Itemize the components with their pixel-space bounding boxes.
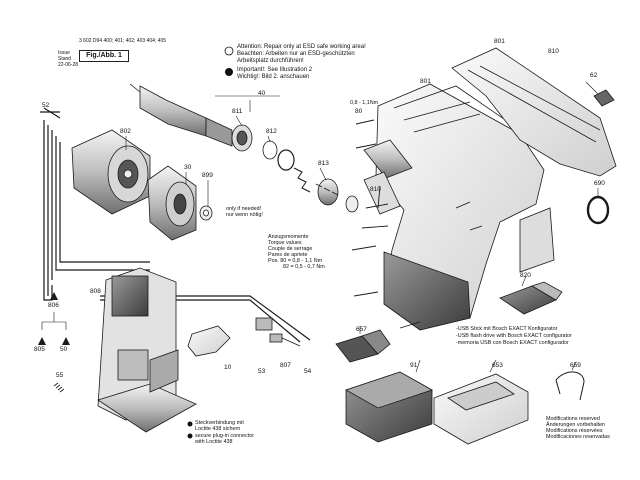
tool-657-drawing	[335, 329, 391, 363]
clip-659-drawing	[555, 371, 585, 401]
washer-899-drawing	[199, 205, 213, 221]
label-10: 10	[224, 364, 232, 371]
controller-board-808-drawing	[97, 267, 197, 433]
label-810-top: 810	[548, 48, 559, 55]
torque-pos80: Pos. 80 = 0,8 - 1,1 Nm	[268, 258, 323, 264]
label-807: 807	[280, 362, 291, 369]
housing-shell-810-drawing	[451, 47, 617, 273]
plug-note-de-1: Steckverbindung mit	[195, 420, 244, 426]
usb-note-es: -memoria USB con Bosch EXACT configurado…	[456, 340, 569, 346]
label-53: 53	[258, 368, 266, 375]
header-date: 22-06-28	[58, 62, 79, 68]
screw-torque-label: 0,8 - 1,1Nm	[350, 100, 379, 106]
plug-note-de-2: Loctite 438 sichern	[195, 426, 241, 432]
label-80: 80	[355, 108, 363, 115]
label-30: 30	[184, 164, 192, 171]
header-stand-label: Stand	[58, 56, 72, 62]
torque-fr: Couple de serrage	[268, 246, 313, 252]
plug-note-en-2: with Loctite 438	[195, 439, 233, 445]
label-801-mid: 801	[420, 78, 431, 85]
label-659: 659	[570, 362, 581, 369]
mod-note-fr: Modifications réservées	[546, 428, 603, 434]
label-50: 50	[60, 346, 68, 353]
figure-label: Fig./Abb. 1	[79, 50, 129, 62]
spring-55-drawing	[53, 382, 65, 393]
warning-important-en: Important!: See Illustration 2	[237, 67, 313, 73]
warning-attention-en: Attention: Repair only at ESD safe worki…	[237, 44, 366, 50]
header-part-numbers: 3 602 D94 400; 401; 402; 403 404; 405	[79, 38, 167, 44]
label-806: 806	[48, 302, 59, 309]
label-811: 811	[232, 108, 243, 115]
label-802: 802	[120, 128, 131, 135]
mod-note-es: Modificaciones reservadas	[546, 434, 610, 440]
mod-note-de: Änderungen vorbehalten	[546, 422, 606, 428]
torque-pos82: 82 = 0,5 - 0,7 Nm	[283, 264, 325, 270]
connector-53-drawing	[255, 317, 301, 347]
label-813: 813	[318, 160, 329, 167]
warning-markers	[187, 46, 234, 439]
label-40: 40	[258, 90, 266, 97]
spindle-assembly-40-drawing	[129, 83, 359, 213]
label-808: 808	[90, 288, 101, 295]
housing-801-drawing	[363, 83, 545, 331]
label-805: 805	[34, 346, 45, 353]
label-801-top: 801	[494, 38, 505, 45]
label-810-mid: 810	[370, 186, 381, 193]
cable-bundle	[40, 107, 311, 343]
label-657: 657	[356, 326, 367, 333]
label-653: 653	[492, 362, 503, 369]
part-10-drawing	[187, 325, 231, 357]
gear-30-drawing	[147, 165, 197, 241]
label-54: 54	[304, 368, 312, 375]
triangle-markers	[38, 292, 70, 345]
header-issue-label: Issue	[58, 50, 70, 56]
torque-de: Anzugsmomente	[268, 234, 309, 240]
note-only-if-needed-en: only if needed!	[226, 206, 262, 212]
label-899: 899	[202, 172, 213, 179]
usb-note-en: -USB flash drive with Bosch EXACT config…	[456, 333, 572, 339]
warning-attention-de-1: Beachten: Arbeiten nur an ESD-geschützte…	[237, 51, 355, 57]
charger-653-drawing	[433, 373, 529, 445]
label-690: 690	[594, 180, 605, 187]
note-only-if-needed-de: nur wenn nötig!	[226, 212, 263, 218]
torque-ro: Pares de apriete	[268, 252, 308, 258]
part-62-drawing	[593, 89, 615, 107]
marker-bracket	[41, 312, 67, 330]
label-812: 812	[266, 128, 277, 135]
torque-en: Torque values	[268, 240, 302, 246]
leader-lines	[125, 81, 601, 373]
label-820: 820	[520, 272, 531, 279]
usb-stick-820-drawing	[499, 281, 563, 315]
label-62: 62	[590, 72, 598, 79]
battery-91-drawing	[345, 371, 433, 443]
ring-690-drawing	[586, 195, 610, 225]
usb-note-de: -USB Stick mit Bosch EXACT Konfigurator	[456, 326, 558, 332]
mod-note-en: Modifications reserved	[546, 416, 600, 422]
label-55: 55	[56, 372, 64, 379]
label-91: 91	[410, 362, 418, 369]
label-52: 52	[42, 102, 50, 109]
motor-802-drawing	[71, 129, 151, 215]
warning-important-de: Wichtig!: Bild 2. anschauen	[237, 74, 310, 80]
screws-80-drawing	[351, 119, 483, 329]
warning-attention-de-2: Arbeitsplatz durchführen!	[237, 58, 304, 64]
plug-note-en-1: secure plug-in connector	[195, 433, 255, 439]
